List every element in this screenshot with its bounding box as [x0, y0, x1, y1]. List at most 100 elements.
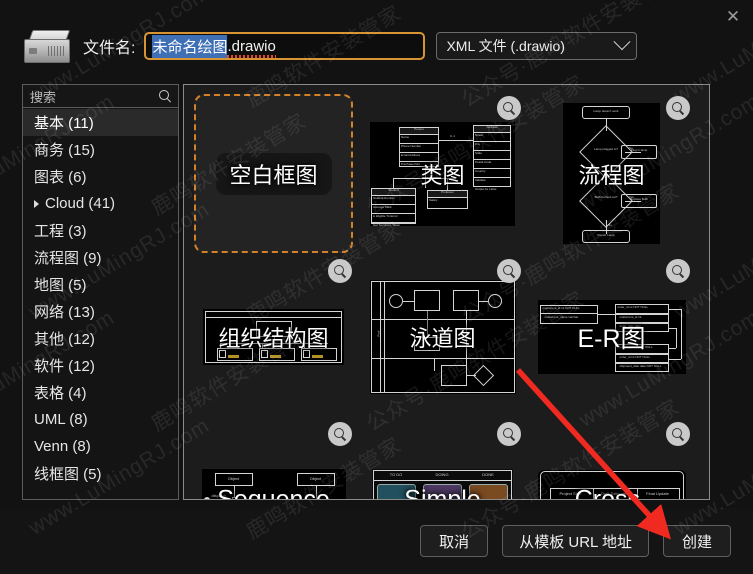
search-input[interactable]: 搜索: [22, 84, 179, 108]
thumb-shape: [373, 469, 512, 499]
magnifier-icon[interactable]: [666, 259, 690, 283]
expand-triangle-icon[interactable]: [34, 199, 39, 208]
filename-extension-text: .drawio: [227, 37, 277, 58]
thumb-shape: [399, 133, 439, 135]
cancel-button[interactable]: 取消: [420, 525, 489, 557]
sidebar-item[interactable]: 基本 (11): [23, 109, 178, 136]
thumb-text: Lamp doesn't work: [593, 109, 619, 113]
filetype-value: XML 文件 (.drawio): [446, 38, 565, 54]
filename-input[interactable]: 未命名绘图.drawio: [144, 32, 426, 60]
thumb-shape: [315, 485, 317, 499]
thumb-shape: [371, 221, 416, 223]
thumb-text: Street: [475, 132, 484, 137]
magnifier-glyph: [502, 427, 516, 441]
thumb-text: Object: [227, 475, 240, 481]
thumb-shape: [371, 187, 416, 224]
template-tile[interactable]: 空白框图: [189, 92, 358, 255]
sidebar-item[interactable]: 流程图 (9): [23, 244, 178, 271]
watermark-text: 鹿鸣软件安装管家: [145, 0, 311, 6]
thumb-shape: [256, 320, 292, 337]
template-thumbnail: [203, 308, 344, 365]
thumb-shape: [473, 158, 511, 160]
magnifier-glyph: [671, 264, 685, 278]
sidebar-item[interactable]: Cloud (41): [23, 190, 178, 217]
magnifier-glyph: [671, 427, 685, 441]
thumb-text: Final Update: [646, 490, 669, 496]
template-label: 类图: [420, 162, 465, 188]
magnifier-icon[interactable]: [666, 422, 690, 446]
sidebar-item[interactable]: 软件 (12): [23, 352, 178, 379]
sidebar-item[interactable]: 其他 (12): [23, 325, 178, 352]
close-icon[interactable]: ✕: [725, 6, 741, 26]
thumb-text: dispatch: [211, 492, 227, 498]
sidebar-item-label: Cloud (41): [45, 195, 116, 212]
magnifier-icon[interactable]: [328, 422, 352, 446]
sidebar-item-label: 线框图 (5): [34, 466, 102, 483]
magnifier-icon[interactable]: [497, 259, 521, 283]
thumb-shape: [402, 300, 414, 302]
thumb-shape: [377, 483, 416, 499]
thumb-shape: [296, 472, 335, 486]
create-button[interactable]: 创建: [662, 525, 731, 557]
template-label: E-R图: [577, 324, 646, 353]
sidebar-item[interactable]: 图表 (6): [23, 163, 178, 190]
sidebar-item[interactable]: 商务 (15): [23, 136, 178, 163]
thumb-shape: [425, 166, 426, 188]
sidebar-item[interactable]: UML (8): [23, 406, 178, 433]
sidebar-item-label: 商务 (15): [34, 142, 95, 159]
template-tile[interactable]: 组织结构图: [189, 255, 358, 418]
template-label: Cross-: [574, 485, 649, 500]
template-label: Sequence: [217, 485, 330, 500]
thumb-text: 0..1: [450, 133, 456, 138]
sidebar-item[interactable]: 地图 (5): [23, 271, 178, 298]
thumb-shape: [433, 358, 435, 371]
magnifier-icon[interactable]: [497, 422, 521, 446]
magnifier-icon[interactable]: [497, 96, 521, 120]
sidebar-item[interactable]: 表格 (4): [23, 379, 178, 406]
thumb-shape: [261, 349, 268, 358]
thumb-shape: [370, 318, 515, 320]
search-icon: [159, 89, 172, 103]
thumb-shape: [539, 312, 598, 314]
thumb-shape: [205, 316, 342, 318]
thumb-shape: [217, 347, 253, 361]
magnifier-icon[interactable]: [666, 96, 690, 120]
template-url-button[interactable]: 从模板 URL 地址: [502, 525, 649, 557]
sidebar-item-label: 软件 (12): [34, 358, 95, 375]
magnifier-icon[interactable]: [328, 259, 352, 283]
thumb-text: Validate: [475, 177, 486, 182]
thumb-shape: [399, 160, 439, 162]
sidebar-item[interactable]: 线框图 (5): [23, 460, 178, 487]
thumb-shape: [606, 171, 607, 182]
thumb-shape: [388, 293, 403, 308]
filetype-select[interactable]: XML 文件 (.drawio): [436, 32, 638, 60]
sidebar-item[interactable]: Venn (8): [23, 433, 178, 460]
template-tile[interactable]: ObjectObjectdispatchdispatchSequence: [189, 418, 358, 500]
sidebar-item[interactable]: 网络 (13): [23, 298, 178, 325]
thumb-text: Bulb burned out?: [594, 195, 618, 199]
thumb-shape: [393, 177, 394, 188]
thumb-shape: [668, 308, 681, 310]
thumb-shape: [473, 149, 511, 151]
sidebar-item-label: 网络 (13): [34, 304, 95, 321]
thumb-text: DOING: [435, 471, 449, 477]
thumb-shape: [399, 142, 439, 144]
thumb-text: Average Mark: [373, 204, 392, 209]
thumb-shape: [228, 354, 239, 358]
thumb-text: customers_name varchar: [544, 314, 579, 319]
template-label: 泳道图: [409, 325, 476, 351]
sidebar-item[interactable]: 工程 (3): [23, 217, 178, 244]
thumb-text: Output As Label: [475, 186, 497, 191]
thumb-shape: [231, 496, 237, 499]
thumb-shape: [304, 342, 305, 348]
thumb-shape: [303, 349, 310, 358]
